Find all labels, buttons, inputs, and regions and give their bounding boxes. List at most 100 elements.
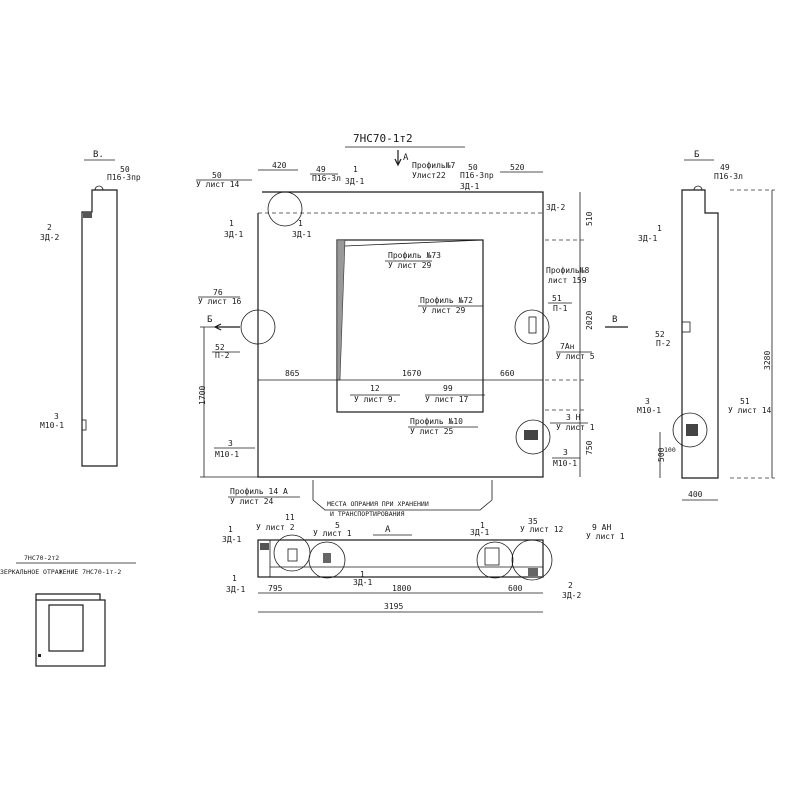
callout-label: 52	[215, 343, 225, 352]
front-view: 7НС70-1т2 А 420 520 510 2020 750 865 167…	[196, 132, 628, 518]
view-v: В. 50 П16-3пр 2 3Д-2 3 М10-1	[40, 150, 141, 467]
section-b-marker: Б	[207, 315, 212, 325]
callout-label: 1	[360, 570, 365, 579]
callout-label: 5	[335, 521, 340, 530]
callout-label: П-1	[553, 304, 568, 313]
dim-1670: 1670	[402, 369, 421, 378]
callout-label: У лист 12	[520, 525, 564, 534]
callout-label: 49	[316, 165, 326, 174]
callout-label: У лист 1	[586, 532, 625, 541]
callout-label: лист 159	[548, 276, 587, 285]
dim-100: 100	[664, 446, 676, 454]
callout-label: 3Д-2	[562, 591, 581, 600]
callout-label: 3Д-1	[224, 230, 243, 239]
view-b-callouts: 49 П16-3л 1 3Д-1 52 П-2 3 М10-1 51 У лис…	[637, 163, 772, 415]
callout-label: 51	[740, 397, 750, 406]
callout-label: 1	[657, 224, 662, 233]
callout-label: 3Д-2	[546, 203, 565, 212]
callout-label: 9 АН	[592, 523, 611, 532]
mirror-title: 7НС70-2т2	[24, 554, 59, 562]
callout-label: 3Д-1	[353, 578, 372, 587]
callout-label: М10-1	[637, 406, 661, 415]
callout-label: У лист 1	[556, 423, 595, 432]
dim-400: 400	[688, 490, 703, 499]
callout-label: Профиль 14 А	[230, 487, 288, 496]
callout-label: У лист 29	[388, 261, 432, 270]
callout-label: У лист 25	[410, 427, 454, 436]
mirror-variant: 7НС70-2т2 ЗЕРКАЛЬНОЕ ОТРАЖЕНИЕ 7НС70-1т-…	[0, 554, 136, 667]
callout-label: М10-1	[553, 459, 577, 468]
callout-label: 50	[120, 165, 130, 174]
dim-3280: 3280	[763, 351, 772, 370]
callout-label: 1	[232, 574, 237, 583]
dim-865: 865	[285, 369, 300, 378]
callout-label: 2	[47, 223, 52, 232]
callout-label: 3	[54, 412, 59, 421]
view-a-title: А	[385, 525, 391, 535]
callout-label: У лист 29	[422, 306, 466, 315]
callout-label: Профиль №72	[420, 296, 473, 305]
support-note-line2: И ТРАНСПОРТИРОВАНИЯ	[330, 510, 404, 518]
callout-label: У лист 9.	[354, 395, 397, 404]
callout-label: М10-1	[215, 450, 239, 459]
dim-3195: 3195	[384, 602, 403, 611]
callout-label: Профиль №10	[410, 417, 463, 426]
main-title: 7НС70-1т2	[353, 132, 413, 145]
dim-2020: 2020	[585, 311, 594, 330]
dim-1800: 1800	[392, 584, 411, 593]
callout-label: М10-1	[40, 421, 64, 430]
mirror-note: ЗЕРКАЛЬНОЕ ОТРАЖЕНИЕ 7НС70-1т-2	[0, 568, 121, 576]
dim-510: 510	[585, 211, 594, 226]
callout-label: У лист 1	[313, 529, 352, 538]
view-v-title: В.	[93, 150, 104, 160]
callout-label: Профиль№7	[412, 161, 456, 170]
dim-600: 600	[508, 584, 523, 593]
callout-label: 52	[655, 330, 665, 339]
callout-label: 51	[552, 294, 562, 303]
view-a-callouts: 1 3Д-1 11 У лист 2 5 У лист 1 1 3Д-1 1 3…	[222, 513, 625, 600]
arrow-a-icon	[394, 150, 402, 167]
callout-label: У лист 5	[556, 352, 595, 361]
callout-label: 3Д-1	[222, 535, 241, 544]
callout-label: 1	[353, 165, 358, 174]
callout-label: 35	[528, 517, 538, 526]
callout-label: У лист 17	[425, 395, 469, 404]
callout-label: 99	[443, 384, 453, 393]
view-a: А 795 1800 600 3195 1 3Д-1 11 У лист 2 5…	[222, 513, 625, 613]
callout-label: П16-3л	[714, 172, 743, 181]
callout-label: Профиль№8	[546, 266, 590, 275]
callout-label: 3Д-2	[40, 233, 59, 242]
callout-label: 3Д-1	[460, 182, 479, 191]
callout-label: 7Ан	[560, 342, 575, 351]
dim-750: 750	[585, 440, 594, 455]
callout-label: 76	[213, 288, 223, 297]
callout-label: 3	[228, 439, 233, 448]
callout-label: 3Д-1	[226, 585, 245, 594]
view-b: Б 3280 400 500 100 49 П16-3л 1 3Д-1 52 П…	[637, 150, 775, 501]
callout-label: 3Д-1	[292, 230, 311, 239]
dim-500: 500	[657, 447, 666, 462]
callout-label: П-2	[656, 339, 671, 348]
dim-420: 420	[272, 161, 287, 170]
callout-label: 50	[468, 163, 478, 172]
callout-label: П16-3пр	[460, 171, 494, 180]
support-note-line1: МЕСТА ОПРАНИЯ ПРИ ХРАНЕНИИ	[327, 500, 429, 508]
callout-label: 12	[370, 384, 380, 393]
callout-label: 1	[480, 521, 485, 530]
callout-label: 49	[720, 163, 730, 172]
callout-label: 3 Н	[566, 413, 581, 422]
callout-label: Профиль №73	[388, 251, 441, 260]
dim-520: 520	[510, 163, 525, 172]
callout-label: Улист22	[412, 171, 446, 180]
callout-label: У лист 24	[230, 497, 274, 506]
view-v-callouts: 50 П16-3пр 2 3Д-2 3 М10-1	[40, 165, 141, 430]
dim-795: 795	[268, 584, 283, 593]
front-callouts: 49 П16-3л 1 3Д-1 Профиль№7 Улист22 50 П1…	[196, 161, 595, 506]
callout-label: 2	[568, 581, 573, 590]
view-b-title: Б	[694, 150, 699, 160]
callout-label: У лист 16	[198, 297, 242, 306]
callout-label: П16-3пр	[107, 173, 141, 182]
dim-1700: 1700	[198, 386, 207, 405]
callout-label: 3Д-1	[638, 234, 657, 243]
section-v-marker: В	[612, 315, 617, 325]
